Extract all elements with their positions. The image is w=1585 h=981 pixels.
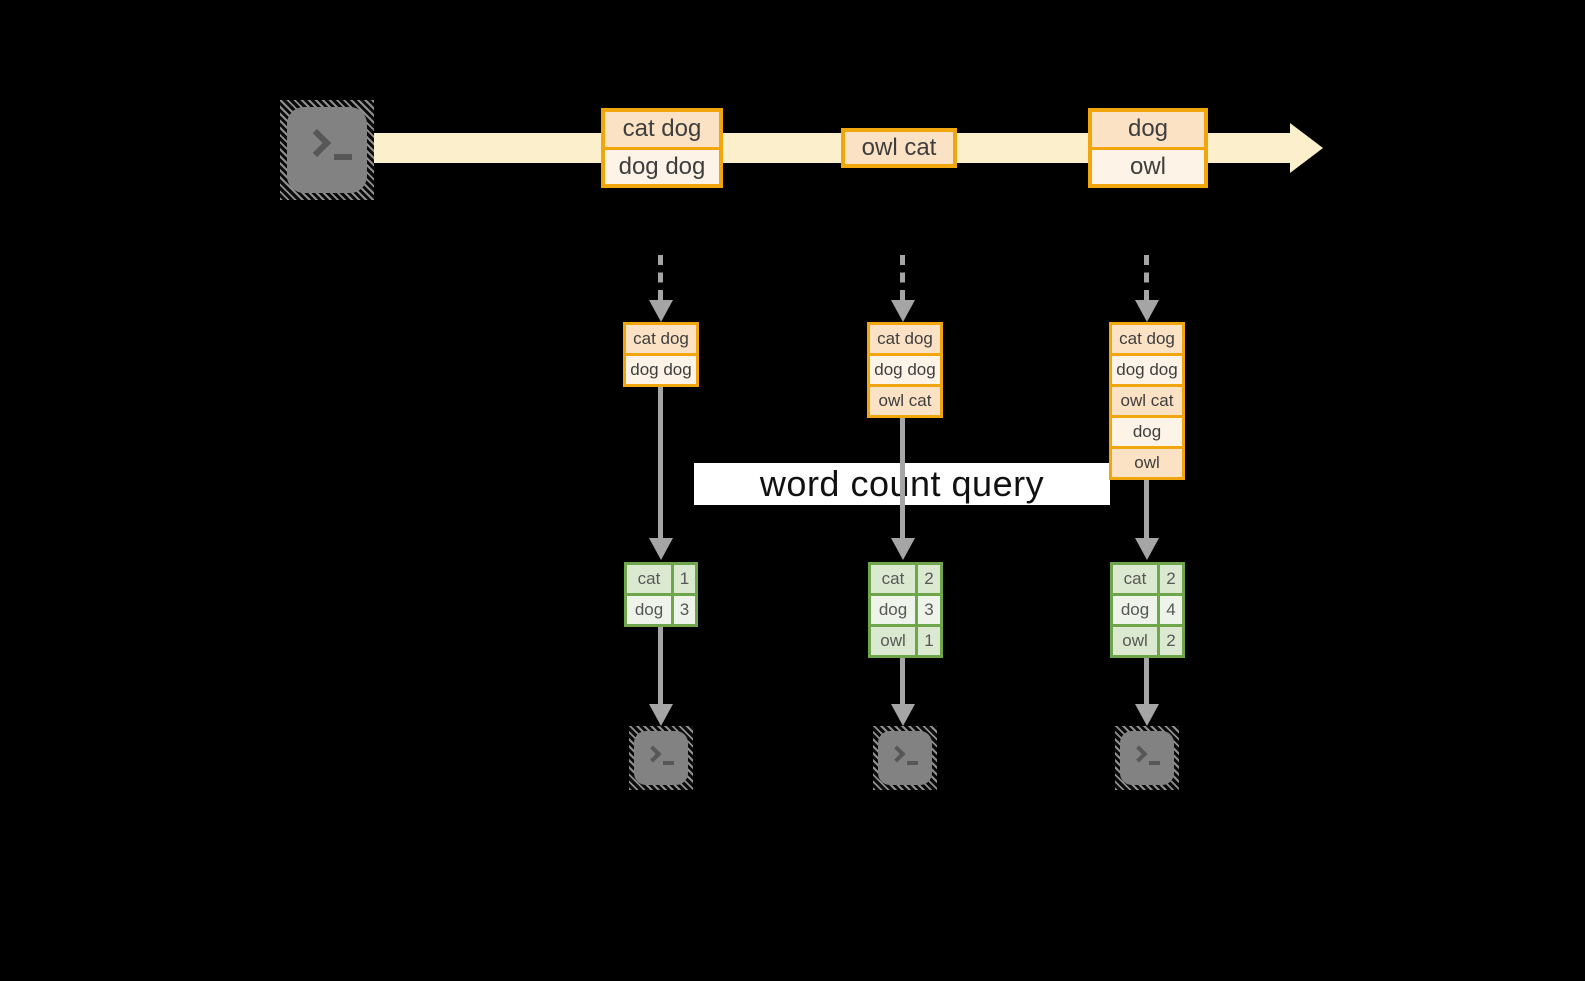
terminal-icon	[280, 100, 374, 200]
stream-event-batch-1: cat dog dog dog	[601, 108, 723, 188]
prompt-chevron-icon	[302, 128, 332, 158]
prompt-cursor-icon	[334, 154, 352, 160]
arrow-line	[900, 418, 905, 538]
table-row: cat 2	[1113, 565, 1182, 593]
arrow-line	[1144, 658, 1149, 704]
stream-record: owl cat	[845, 132, 953, 164]
arrow-line	[658, 627, 663, 704]
buffer-row: cat dog	[870, 325, 940, 353]
count-cell: 2	[1160, 565, 1182, 593]
count-table-2: cat 2 dog 3 owl 1	[868, 562, 943, 658]
count-cell: 1	[918, 627, 940, 655]
stream-record: owl	[1092, 146, 1204, 184]
buffer-row: cat dog	[1112, 325, 1182, 353]
record-buffer-2: cat dog dog dog owl cat	[867, 322, 943, 418]
stream-record: dog dog	[605, 146, 719, 184]
stream-event-batch-2: owl cat	[841, 128, 957, 168]
dashed-arrow-line	[1144, 255, 1149, 300]
arrow-head	[649, 704, 673, 726]
prompt-chevron-icon	[644, 745, 662, 763]
buffer-row: owl	[1112, 446, 1182, 477]
count-cell: 3	[918, 596, 940, 624]
terminal-icon	[873, 726, 937, 790]
record-buffer-1: cat dog dog dog	[623, 322, 699, 387]
arrow-head	[1135, 704, 1159, 726]
word-cell: cat	[627, 565, 674, 593]
dashed-arrow-line	[900, 255, 905, 300]
buffer-row: dog dog	[626, 353, 696, 384]
buffer-row: dog	[1112, 415, 1182, 446]
arrow-head	[891, 704, 915, 726]
word-cell: dog	[871, 596, 918, 624]
terminal-icon	[1115, 726, 1179, 790]
word-cell: cat	[871, 565, 918, 593]
prompt-cursor-icon	[1149, 761, 1160, 765]
prompt-chevron-icon	[888, 745, 906, 763]
arrow-line	[900, 658, 905, 704]
word-cell: dog	[1113, 596, 1160, 624]
terminal-icon	[629, 726, 693, 790]
stream-event-batch-3: dog owl	[1088, 108, 1208, 188]
prompt-chevron-icon	[1130, 745, 1148, 763]
terminal-icon-body	[287, 107, 367, 193]
count-table-1: cat 1 dog 3	[624, 562, 698, 627]
dashed-arrow-head	[649, 300, 673, 322]
count-cell: 1	[674, 565, 695, 593]
word-cell: cat	[1113, 565, 1160, 593]
stream-record: cat dog	[605, 112, 719, 147]
dashed-arrow-head	[891, 300, 915, 322]
count-cell: 2	[918, 565, 940, 593]
word-cell: dog	[627, 596, 674, 624]
table-row: owl 2	[1113, 624, 1182, 655]
table-row: cat 1	[627, 565, 695, 593]
arrow-head	[891, 538, 915, 560]
arrow-line	[658, 387, 663, 538]
table-row: owl 1	[871, 624, 940, 655]
buffer-row: dog dog	[870, 353, 940, 384]
buffer-row: cat dog	[626, 325, 696, 353]
stream-record: dog	[1092, 112, 1204, 147]
word-cell: owl	[871, 627, 918, 655]
stream-arrow-head	[1290, 123, 1323, 173]
buffer-row: owl cat	[1112, 384, 1182, 415]
dashed-arrow-line	[658, 255, 663, 300]
buffer-row: owl cat	[870, 384, 940, 415]
table-row: dog 3	[627, 593, 695, 624]
count-cell: 3	[674, 596, 695, 624]
count-cell: 4	[1160, 596, 1182, 624]
dashed-arrow-head	[1135, 300, 1159, 322]
word-cell: owl	[1113, 627, 1160, 655]
arrow-head	[1135, 538, 1159, 560]
arrow-line	[1144, 480, 1149, 538]
table-row: dog 4	[1113, 593, 1182, 624]
prompt-cursor-icon	[663, 761, 674, 765]
table-row: cat 2	[871, 565, 940, 593]
terminal-icon-body	[1120, 731, 1174, 785]
prompt-cursor-icon	[907, 761, 918, 765]
count-table-3: cat 2 dog 4 owl 2	[1110, 562, 1185, 658]
record-buffer-3: cat dog dog dog owl cat dog owl	[1109, 322, 1185, 480]
terminal-icon-body	[634, 731, 688, 785]
terminal-icon-body	[878, 731, 932, 785]
buffer-row: dog dog	[1112, 353, 1182, 384]
table-row: dog 3	[871, 593, 940, 624]
count-cell: 2	[1160, 627, 1182, 655]
arrow-head	[649, 538, 673, 560]
